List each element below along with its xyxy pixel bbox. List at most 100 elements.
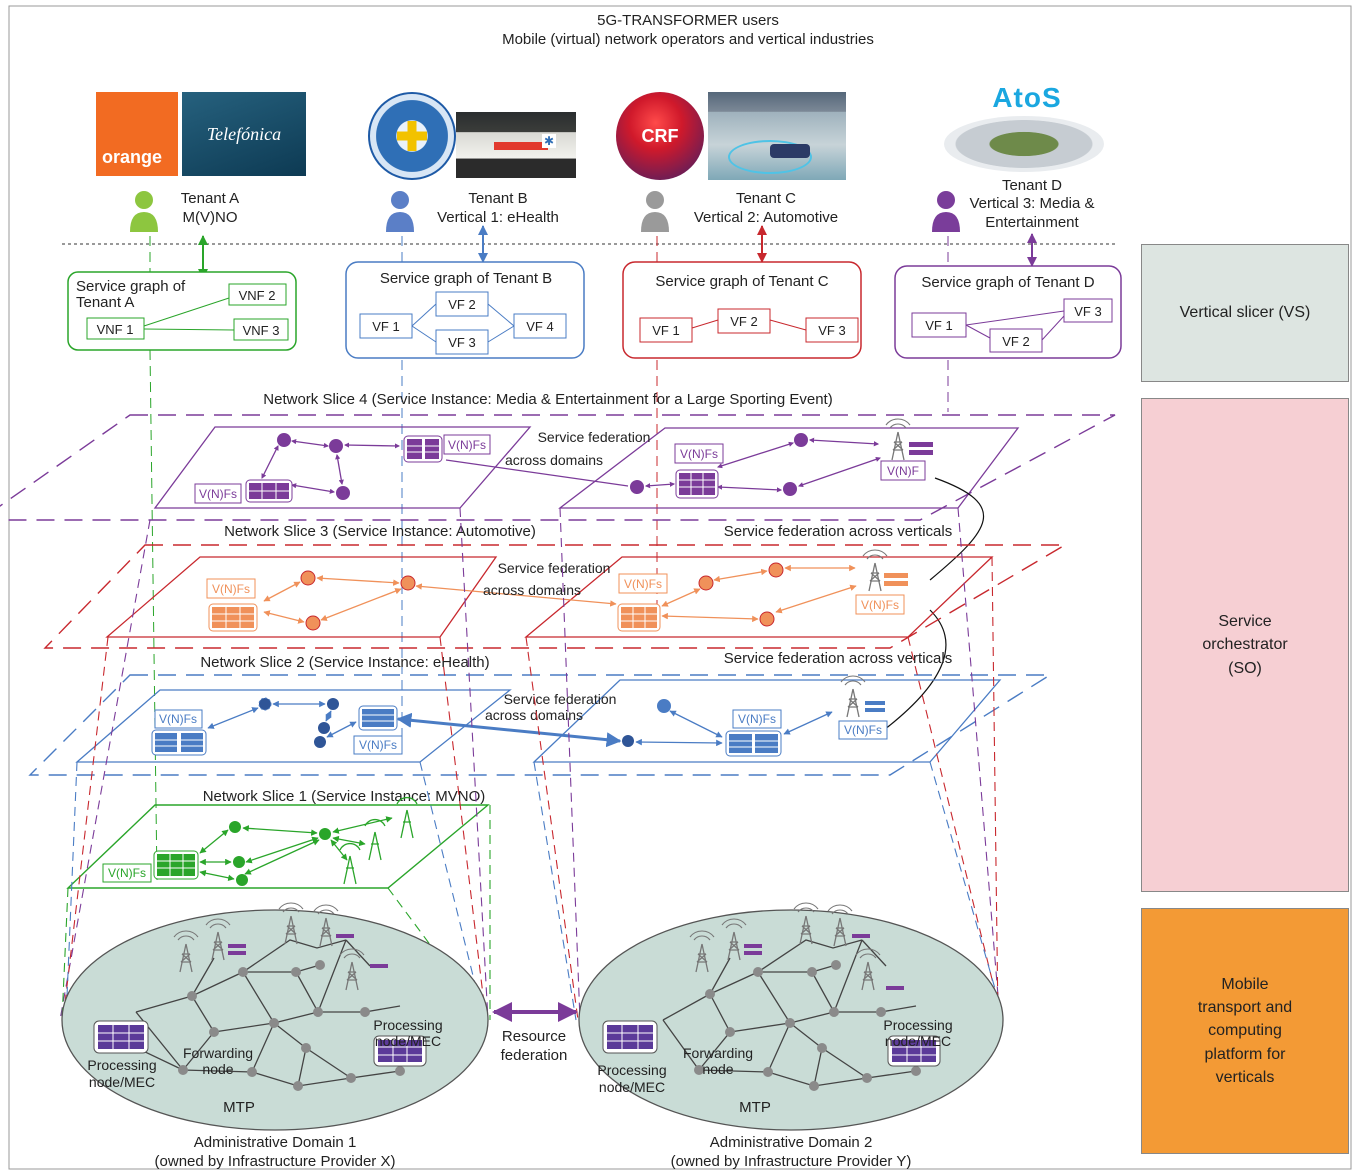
administrative-domain-1: Processing node/MEC Forwarding node Proc… [61,902,489,1170]
svg-text:VF 2: VF 2 [730,314,757,329]
svg-text:Service federation: Service federation [498,560,611,576]
tenant-d-user-icon [932,191,960,232]
svg-text:VF 2: VF 2 [448,297,475,312]
network-slice-4: Network Slice 4 (Service Instance: Media… [0,391,1116,521]
domain-2-owner: (owned by Infrastructure Provider Y) [671,1153,912,1170]
administrative-domain-2: Processing node/MEC Forwarding node Proc… [578,902,1004,1170]
tenant-b-role: Vertical 1: eHealth [437,209,559,226]
resource-federation-label: Resource [502,1028,566,1045]
service-graph-d-title: Service graph of Tenant D [921,274,1094,291]
tenant-c-name: Tenant C [736,190,796,207]
svg-text:V(N)Fs: V(N)Fs [624,577,662,591]
svg-text:V(N)Fs: V(N)Fs [359,738,397,752]
svg-text:node: node [702,1061,733,1077]
svg-text:V(N)Fs: V(N)Fs [680,447,718,461]
svg-text:Processing: Processing [373,1017,442,1033]
network-slice-3: Network Slice 3 (Service Instance: Autom… [43,523,1068,649]
tenant-c-role: Vertical 2: Automotive [694,209,838,226]
svg-text:Processing: Processing [597,1062,666,1078]
vnf1-label: VNF 1 [97,322,134,337]
svg-text:VF 1: VF 1 [925,318,952,333]
svg-text:across domains: across domains [483,582,581,598]
slice-2-federation: Service federation across verticals [724,650,952,667]
svg-text:V(N)Fs: V(N)Fs [199,487,237,501]
domain-projection-lines [59,507,1005,1021]
resource-federation-label-2: federation [501,1047,568,1064]
svg-text:VF 2: VF 2 [1002,334,1029,349]
domain-1-owner: (owned by Infrastructure Provider X) [155,1153,396,1170]
svg-text:VF 4: VF 4 [526,319,553,334]
tenant-d-name: Tenant D [1002,177,1062,194]
stadium-image [944,116,1104,172]
svg-text:V(N)Fs: V(N)Fs [212,582,250,596]
svg-text:VF 3: VF 3 [448,335,475,350]
svg-text:V(N)F: V(N)F [887,464,919,478]
service-graph-a: Service graph of Tenant A VNF 2 VNF 1 VN… [67,271,297,351]
mtp-panel: Mobile transport and computing platform … [1141,908,1349,1154]
svg-text:across domains: across domains [505,452,603,468]
slice-1-title: Network Slice 1 (Service Instance: MVNO) [203,788,486,805]
atos-logo: AtoS [992,82,1062,113]
service-graph-b-title: Service graph of Tenant B [380,270,552,287]
service-graph-b: Service graph of Tenant B VF 1 VF 2 VF 3… [345,261,585,359]
svg-text:Processing: Processing [883,1017,952,1033]
svg-text:V(N)Fs: V(N)Fs [159,712,197,726]
svg-text:VF 1: VF 1 [372,319,399,334]
samur-logo [368,92,456,180]
service-graph-c-title: Service graph of Tenant C [655,273,828,290]
svg-text:VF 3: VF 3 [818,323,845,338]
slice-3-federation: Service federation across verticals [724,523,952,540]
service-graph-a-title-2: Tenant A [76,294,134,311]
service-graph-a-title: Service graph of [76,278,186,295]
crf-logo: CRF [616,92,704,180]
svg-text:MTP: MTP [739,1099,771,1116]
svg-text:VF 3: VF 3 [1074,304,1101,319]
tenant-d-role-2: Entertainment [985,214,1079,231]
svg-text:V(N)Fs: V(N)Fs [861,598,899,612]
network-slice-1: Network Slice 1 (Service Instance: MVNO)… [66,788,490,889]
svg-text:V(N)Fs: V(N)Fs [844,723,882,737]
service-graph-d: Service graph of Tenant D VF 1 VF 2 VF 3 [894,265,1122,359]
svg-text:V(N)Fs: V(N)Fs [108,866,146,880]
header-line-2: Mobile (virtual) network operators and v… [502,31,874,48]
svg-text:Service federation: Service federation [538,429,651,445]
tenant-a-name: Tenant A [181,190,239,207]
orange-logo: orange [96,92,178,176]
figure-frame [8,5,1352,1170]
svg-text:node: node [202,1061,233,1077]
vnf2-label: VNF 2 [239,288,276,303]
ambulance-photo: ✱ [456,112,576,178]
vnf3-label: VNF 3 [243,323,280,338]
header-line-1: 5G-TRANSFORMER users [597,12,779,29]
svg-text:node/MEC: node/MEC [375,1033,441,1049]
svg-text:Forwarding: Forwarding [183,1045,253,1061]
svg-text:across domains: across domains [485,707,583,723]
service-orchestrator-panel: Service orchestrator (SO) [1141,398,1349,892]
slice-2-title: Network Slice 2 (Service Instance: eHeal… [200,654,489,671]
svg-text:Processing: Processing [87,1057,156,1073]
domain-1-name: Administrative Domain 1 [194,1134,357,1151]
tenant-d-role: Vertical 3: Media & [969,195,1094,212]
svg-text:V(N)Fs: V(N)Fs [738,712,776,726]
service-graph-c: Service graph of Tenant C VF 1 VF 2 VF 3 [622,261,862,359]
network-slice-2: Network Slice 2 (Service Instance: eHeal… [28,650,1053,776]
tenant-b-name: Tenant B [468,190,527,207]
slice-4-title: Network Slice 4 (Service Instance: Media… [263,391,832,408]
tenant-a-role: M(V)NO [183,209,238,226]
svg-text:VF 1: VF 1 [652,323,679,338]
domain-2-name: Administrative Domain 2 [710,1134,873,1151]
svg-text:node/MEC: node/MEC [599,1079,665,1095]
svg-text:MTP: MTP [223,1099,255,1116]
tenant-c-user-icon [641,191,669,232]
slice-3-title: Network Slice 3 (Service Instance: Autom… [224,523,536,540]
svg-text:node/MEC: node/MEC [885,1033,951,1049]
svg-text:Forwarding: Forwarding [683,1045,753,1061]
svg-text:node/MEC: node/MEC [89,1074,155,1090]
tenant-b-user-icon [386,191,414,232]
telefonica-logo: Telefónica [182,92,306,176]
tenant-a-user-icon [130,191,158,232]
svg-text:Service federation: Service federation [504,691,617,707]
vertical-slicer-panel: Vertical slicer (VS) [1141,244,1349,382]
